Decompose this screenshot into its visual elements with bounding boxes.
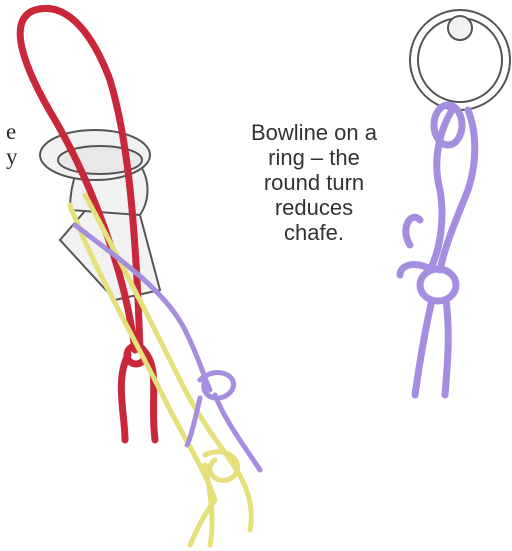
caption-line: chafe. [222, 220, 406, 245]
partial-text-line-1: e [6, 120, 16, 143]
caption-line: ring – the [222, 145, 406, 170]
bowline-caption: Bowline on a ring – the round turn reduc… [222, 120, 406, 245]
partial-text-line-2: y [6, 145, 18, 168]
caption-line: reduces [222, 195, 406, 220]
caption-line: round turn [222, 170, 406, 195]
purple-rope-ring [400, 105, 475, 395]
ring-drawing [410, 10, 510, 110]
caption-line: Bowline on a [222, 120, 406, 145]
